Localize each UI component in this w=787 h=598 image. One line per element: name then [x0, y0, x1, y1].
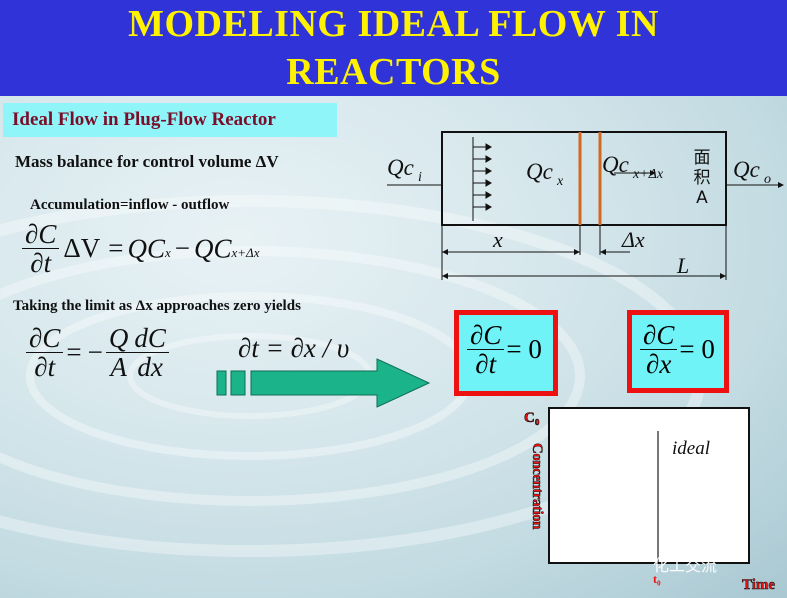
- mass-balance-text: Mass balance for control volume ΔV: [15, 152, 279, 171]
- ideal-curve-label: ideal: [672, 438, 710, 459]
- eq2-q: Q: [105, 324, 132, 354]
- box2-rhs: = 0: [679, 334, 715, 365]
- block-arrow-icon: [216, 358, 431, 408]
- eq2-numerator: ∂C: [26, 324, 64, 354]
- box1-denominator: ∂t: [475, 349, 497, 380]
- dx-dimension-label: Δx: [621, 227, 645, 252]
- box1-fraction: ∂C ∂t: [467, 321, 505, 380]
- outlet-flow-label: Qc: [733, 157, 760, 182]
- slice-in-flow-label: Qc: [526, 159, 553, 184]
- ideal-response-line: [657, 431, 659, 562]
- slice-out-flow-sub: x+Δx: [632, 167, 664, 182]
- concentration-time-plot: [548, 407, 750, 564]
- limit-text: Taking the limit as Δx approaches zero y…: [13, 298, 301, 314]
- box2-fraction: ∂C ∂x: [640, 321, 678, 380]
- flow-arrows-icon: [473, 143, 492, 211]
- eq2-q-over-a: Q A: [105, 324, 132, 383]
- eq2-lhs-fraction: ∂C ∂t: [26, 324, 64, 383]
- eq1-numerator: ∂C: [22, 220, 60, 250]
- eq1-qc-inflow: QC: [127, 233, 165, 264]
- section-subtitle: Ideal Flow in Plug-Flow Reactor: [3, 103, 337, 137]
- box2-numerator: ∂C: [640, 321, 678, 351]
- partial-c-over-t: ∂C ∂t: [22, 220, 60, 279]
- initial-concentration-label: C₀: [524, 410, 540, 427]
- uniform-concentration-box: ∂C ∂x = 0: [627, 310, 729, 393]
- cross-section-area-label: 面积A: [693, 148, 711, 208]
- eq1-denominator: ∂t: [30, 248, 52, 279]
- eq1-sub-x: x: [164, 245, 171, 261]
- plug-flow-reactor-diagram: Qc i Qc x Qc x+Δx Qc o x Δx L: [387, 131, 784, 280]
- limit-equation: ∂C ∂t =− Q A dC dx: [26, 324, 169, 382]
- eq2-dx: dx: [137, 352, 163, 383]
- length-label: L: [676, 253, 689, 278]
- t0-label: t₀: [653, 572, 661, 586]
- y-axis-label: Concentration: [529, 443, 546, 530]
- page-title-line-1: MODELING IDEAL FLOW IN: [128, 3, 659, 45]
- eq2-equals: =: [66, 337, 82, 368]
- x-dimension-label: x: [492, 227, 503, 252]
- eq2-denominator: ∂t: [34, 352, 56, 383]
- outlet-flow-sub: o: [764, 172, 771, 187]
- reactor-body: [441, 131, 727, 226]
- eq2-dc: dC: [131, 324, 169, 354]
- eq1-qc-outflow: QC: [194, 233, 232, 264]
- eq1-sub-x-plus-dx: x+Δx: [231, 245, 260, 261]
- watermark-text: 化工交流: [653, 556, 718, 575]
- eq1-delta-v: ΔV: [63, 233, 101, 264]
- mass-balance-equation: ∂C ∂t ΔV=QCx−QCx+Δx: [22, 220, 259, 278]
- slice-out-flow-label: Qc: [602, 152, 629, 177]
- inlet-flow-sub: i: [418, 170, 422, 185]
- eq2-minus: −: [87, 337, 103, 368]
- accumulation-text: Accumulation=inflow - outflow: [30, 197, 230, 213]
- steady-state-box: ∂C ∂t = 0: [454, 310, 558, 396]
- title-bar: MODELING IDEAL FLOW IN REACTORS: [0, 0, 787, 96]
- slice-in-flow-sub: x: [556, 174, 564, 189]
- eq2-dc-dx: dC dx: [131, 324, 169, 382]
- inlet-flow-label: Qc: [387, 155, 414, 180]
- time-space-relation: ∂t = ∂x / υ: [238, 333, 350, 363]
- eq1-equals: =: [108, 233, 124, 264]
- box1-numerator: ∂C: [467, 321, 505, 351]
- x-axis-label: Time: [742, 577, 776, 594]
- eq2-a: A: [110, 352, 127, 383]
- eq1-minus: −: [174, 233, 190, 264]
- box2-denominator: ∂x: [646, 349, 672, 380]
- page-title-line-2: REACTORS: [286, 51, 501, 93]
- box1-rhs: = 0: [506, 334, 542, 365]
